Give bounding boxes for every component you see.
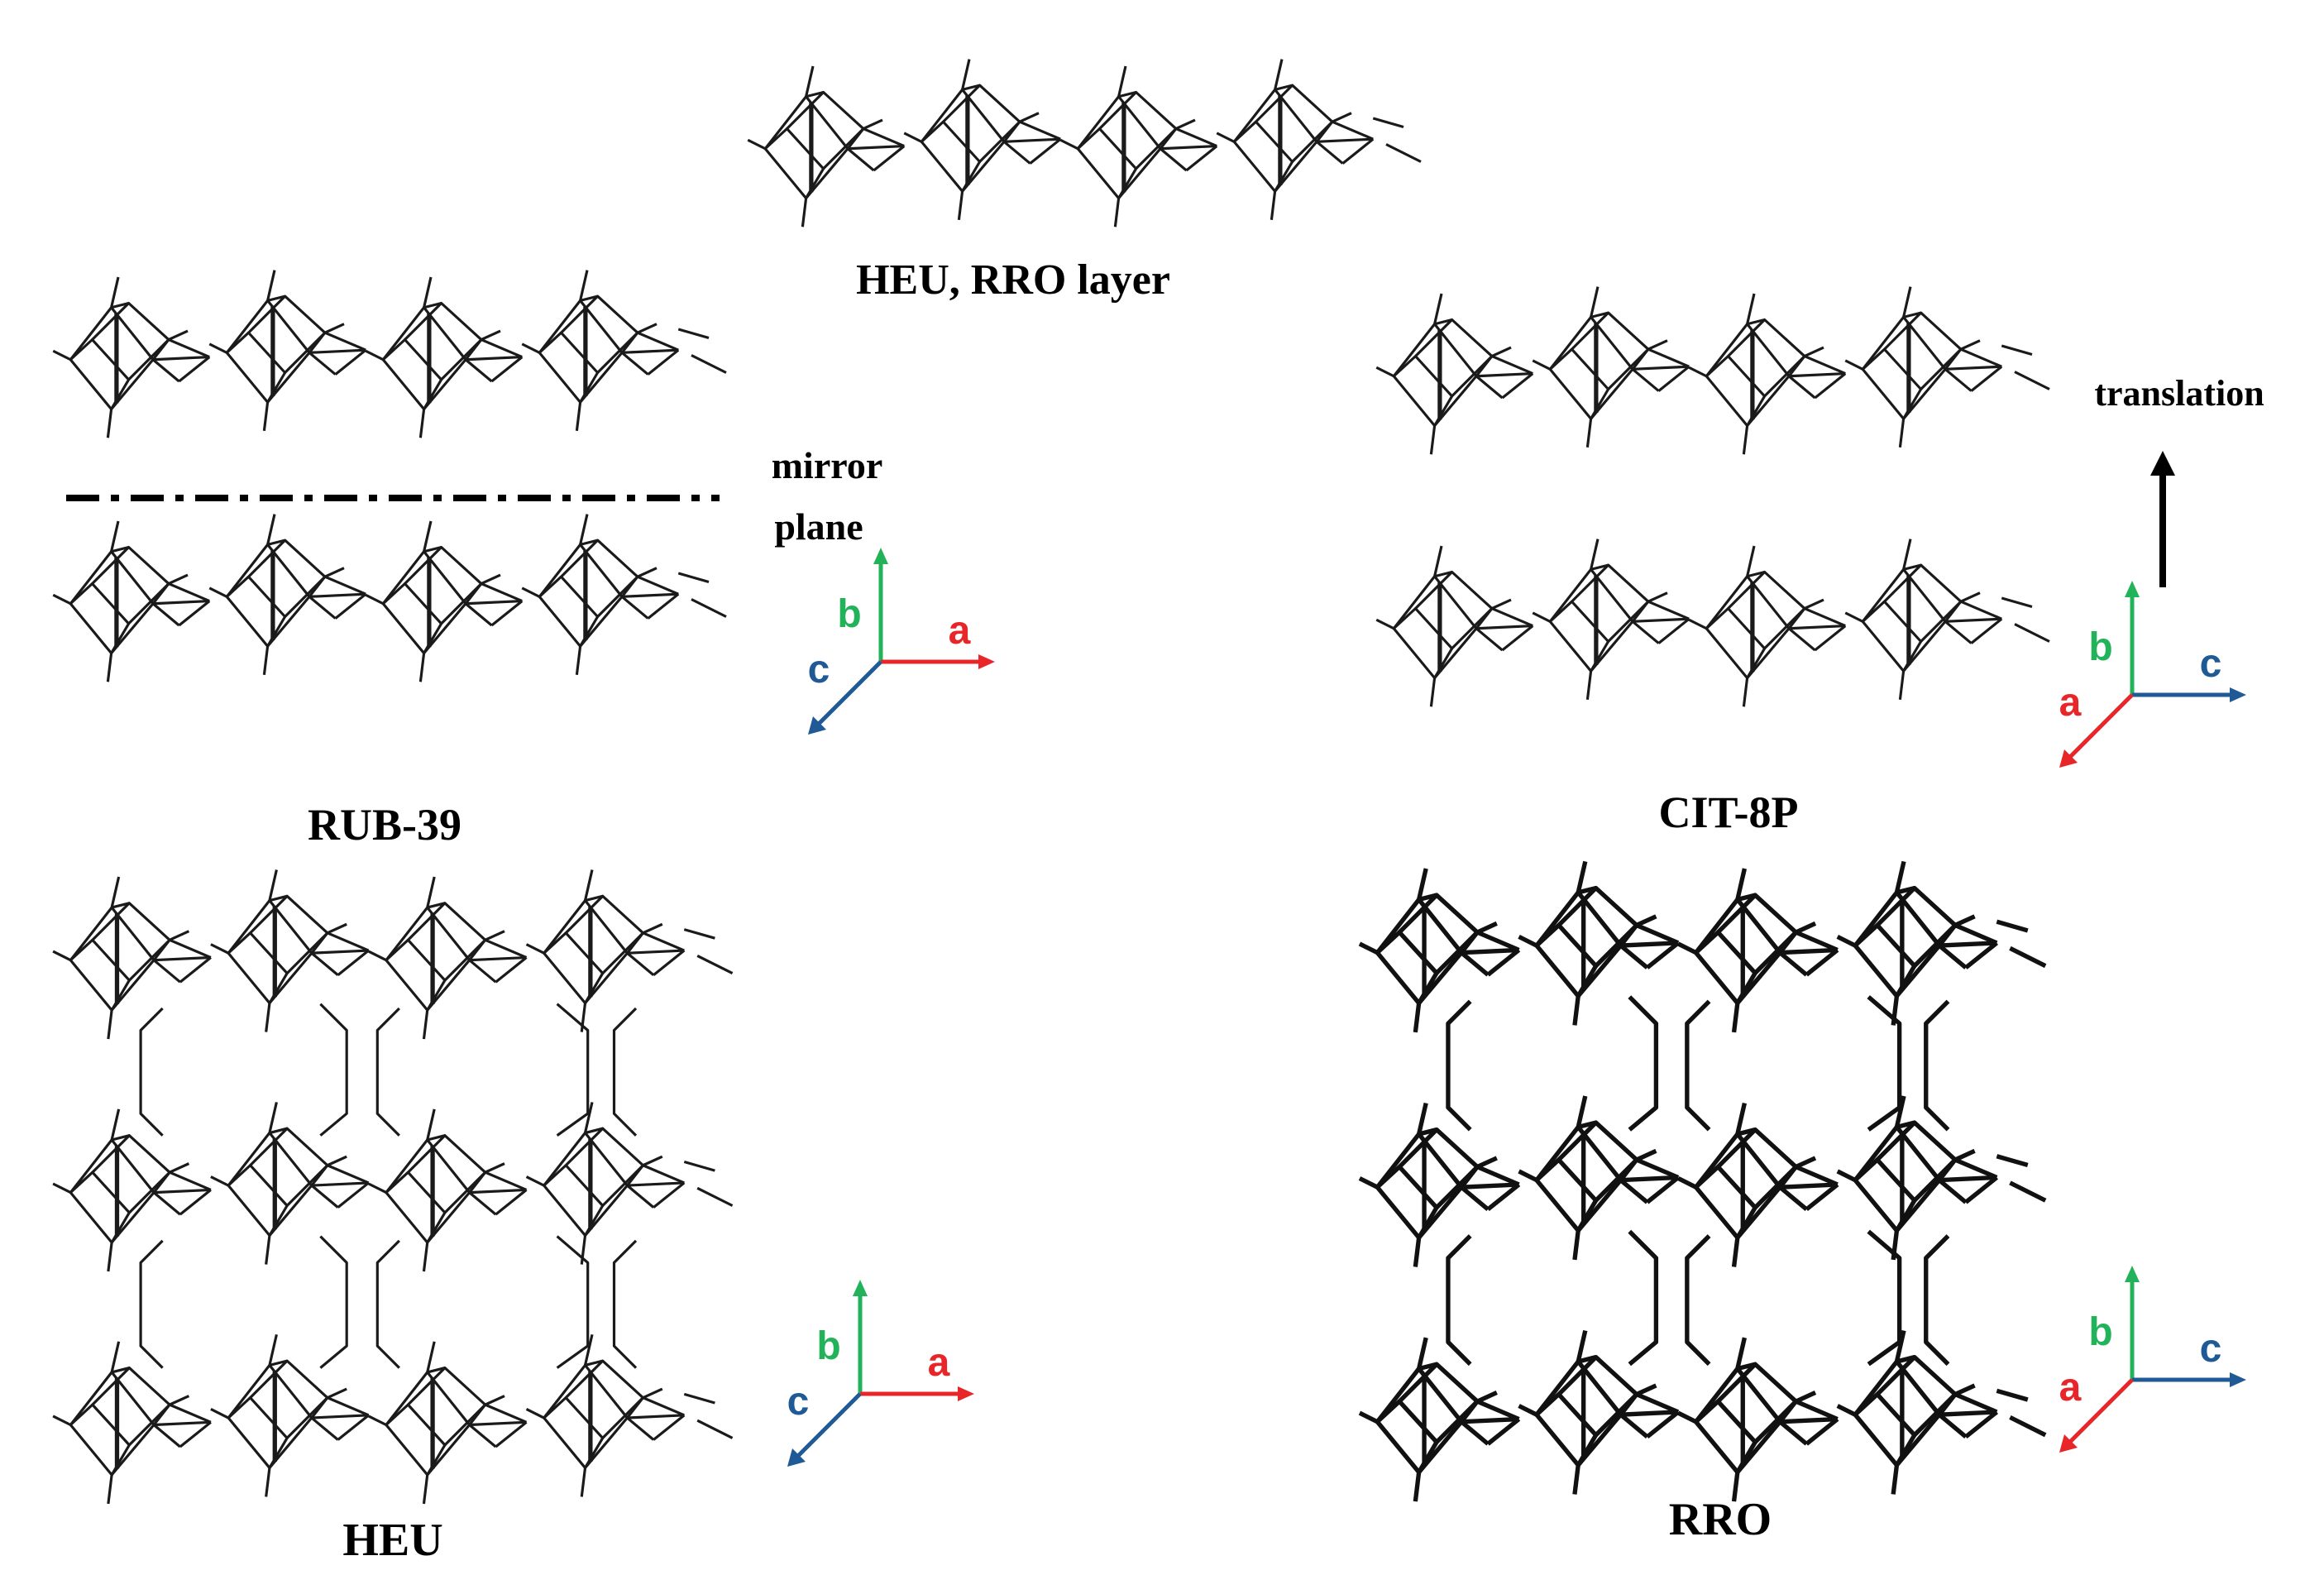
axis-a-arrow <box>2059 1434 2078 1453</box>
rro-framework-structure <box>1360 861 2045 1501</box>
axis-c-arrow <box>2230 1372 2246 1387</box>
axis-c-label: c <box>2200 1327 2222 1371</box>
axis-a-arrow <box>2059 749 2078 768</box>
axis-a-line <box>2066 693 2134 761</box>
cit8p-label: CIT-8P <box>1658 788 1798 837</box>
axis-b-arrow <box>2125 581 2140 597</box>
axis-c-label: c <box>787 1380 810 1424</box>
axis-b-label: b <box>837 592 861 636</box>
axis-a-label: a <box>949 609 971 653</box>
axis-a-line <box>2066 1378 2134 1446</box>
axis-a-arrow <box>978 654 995 669</box>
axis-a-label: a <box>928 1341 950 1385</box>
rub39-label: RUB-39 <box>308 800 461 850</box>
translation-arrow-head <box>2150 451 2175 476</box>
cit8p-structure <box>1376 287 2049 707</box>
axis-c-line <box>815 660 882 728</box>
heu-label: HEU <box>342 1515 442 1566</box>
axis-c-arrow <box>2230 687 2246 702</box>
axis-b-label: b <box>2088 625 2112 669</box>
cit8p-axes: b c a <box>2059 581 2246 768</box>
axis-b-arrow <box>2125 1266 2140 1282</box>
axis-c-label: c <box>2200 642 2222 686</box>
translation-label: translation <box>2094 373 2264 414</box>
axis-c-arrow <box>787 1448 806 1467</box>
heu-rro-layer-label: HEU, RRO layer <box>856 256 1170 304</box>
heu-rro-layer-structure <box>748 60 1421 227</box>
rub39-structure <box>53 270 726 682</box>
plane-label: plane <box>774 505 863 548</box>
heu-axes: b a c <box>787 1280 974 1467</box>
axis-b-arrow <box>853 1280 868 1296</box>
axis-a-label: a <box>2059 681 2082 725</box>
heu-framework-structure <box>53 870 733 1504</box>
axis-b-label: b <box>816 1324 840 1368</box>
axis-b-label: b <box>2088 1310 2112 1354</box>
rro-label: RRO <box>1669 1494 1772 1545</box>
mirror-label: mirror <box>772 444 883 486</box>
rro-axes: b c a <box>2059 1266 2246 1453</box>
axis-a-arrow <box>958 1386 974 1401</box>
axis-b-arrow <box>873 548 888 564</box>
rub39-axes: b a c <box>808 548 995 735</box>
axis-c-arrow <box>808 716 826 735</box>
axis-c-line <box>794 1392 862 1460</box>
axis-c-label: c <box>808 648 830 692</box>
axis-a-label: a <box>2059 1366 2082 1410</box>
